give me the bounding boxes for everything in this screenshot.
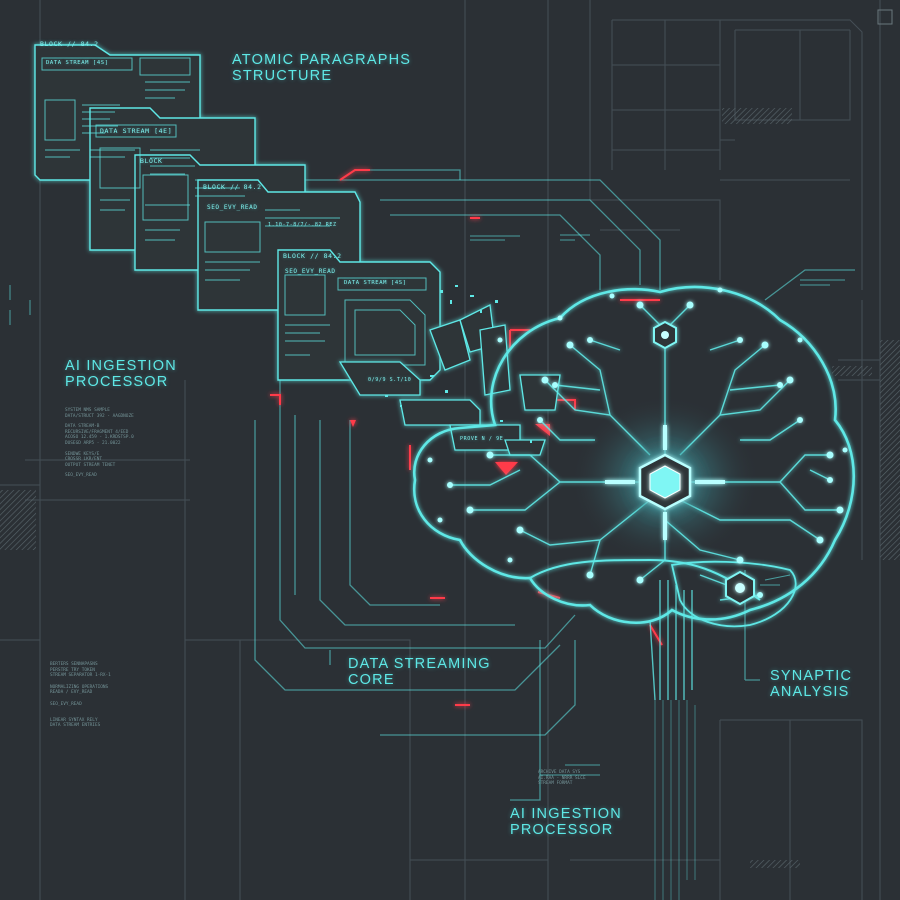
note-line: SEO_EVY_READ bbox=[65, 473, 97, 479]
note-line: PERSTRE TRY TOKEN bbox=[50, 667, 95, 673]
note-line: LINEAR SYNTAX RELY bbox=[50, 717, 98, 723]
label-ai-ingestion-bottom-line-1: AI INGESTION bbox=[510, 806, 622, 822]
label-atomic-paragraphs-line-1: ATOMIC PARAGRAPHS bbox=[232, 52, 412, 68]
card-details bbox=[41, 57, 427, 366]
note-line: DUSEGD ARP5 - 21.0022 bbox=[65, 440, 121, 446]
note-line: DATA STREAM-B bbox=[65, 424, 100, 430]
note-line: ACOSO 12.459 - 1.KRDSTSP.0 bbox=[65, 435, 134, 441]
note-line: SEO_EVY_READ bbox=[50, 701, 82, 707]
card-4-subtitle: SEO_EVY_READ bbox=[207, 204, 258, 211]
card-4-title: BLOCK // 84.2 bbox=[203, 183, 262, 191]
note-line: STREAM SEPARATOR 1-RX-1 bbox=[50, 673, 111, 679]
guide-lines bbox=[254, 169, 855, 801]
card-5-subtitle: SEO_EVY_READ bbox=[285, 268, 336, 275]
card-1-title: BLOCK // 84.2 bbox=[40, 40, 99, 48]
note-line: CROSSR LKR/ENT bbox=[65, 457, 103, 463]
label-ai-ingestion-left-line-1: AI INGESTION bbox=[65, 358, 177, 374]
card-2-title: DATA STREAM [4E] bbox=[100, 127, 173, 135]
note-line: READA / EVY_READ bbox=[50, 690, 93, 696]
note-line: DATA STREAM ENTRIES bbox=[50, 723, 101, 729]
card-3-title: BLOCK bbox=[140, 157, 163, 165]
label-synaptic-analysis: SYNAPTIC ANALYSIS bbox=[770, 668, 852, 700]
note-line: DATA/STRUCT 392 - AAGDNOZE bbox=[65, 413, 134, 419]
label-ai-ingestion-left-line-2: PROCESSOR bbox=[65, 374, 169, 390]
hex-core-icon bbox=[605, 425, 725, 540]
label-ai-ingestion-left: AI INGESTION PROCESSOR bbox=[65, 358, 177, 390]
note-line: RECURSIVE/FRAGMENT 4/EED bbox=[65, 429, 129, 435]
label-synaptic-line-2: ANALYSIS bbox=[770, 684, 850, 700]
note-line: ARCHIVE DATA SYS bbox=[538, 770, 581, 775]
card-5-title: BLOCK // 84.2 bbox=[283, 252, 342, 260]
bottom-notes-block: ARCHIVE DATA SYS AI.RAA - NRRR SLCE STRE… bbox=[538, 770, 586, 787]
label-synaptic-line-1: SYNAPTIC bbox=[770, 668, 853, 684]
note-line: SYSTEM NMS SAMPLE bbox=[65, 408, 110, 413]
fragment-specks bbox=[385, 285, 532, 443]
fragments bbox=[338, 304, 561, 456]
note-line: NORMALIZING OPERATIONS bbox=[50, 684, 109, 690]
label-data-streaming-line-1: DATA STREAMING bbox=[348, 656, 491, 672]
label-atomic-paragraphs: ATOMIC PARAGRAPHS STRUCTURE bbox=[232, 52, 411, 84]
note-line: BERTERS SENNAPASNS bbox=[50, 662, 98, 667]
paragraph-cards bbox=[34, 44, 441, 381]
fragment-code: 0/9/9 S.T/10 bbox=[368, 377, 412, 383]
note-line: OUTPUT STREAM TENET bbox=[65, 462, 116, 468]
label-data-streaming: DATA STREAMING CORE bbox=[348, 656, 491, 688]
tick-decor bbox=[9, 234, 845, 776]
note-line: AI.RAA - NRRR SLCE bbox=[538, 775, 586, 781]
note-line: STREAM FORMAT bbox=[538, 781, 573, 787]
card-4-code-line: 1.10-7-8/7/-.82 REZ bbox=[268, 222, 337, 228]
card-5-stream-label: DATA STREAM [4S] bbox=[344, 280, 407, 286]
fragment-label: PROVE N / 9E bbox=[460, 436, 504, 442]
note-line: SENDWE KEYS/E bbox=[65, 451, 100, 457]
note-spacer bbox=[50, 708, 111, 718]
label-data-streaming-line-2: CORE bbox=[348, 672, 395, 688]
label-ai-ingestion-bottom-line-2: PROCESSOR bbox=[510, 822, 614, 838]
left-notes-block: SYSTEM NMS SAMPLE DATA/STRUCT 392 - AAGD… bbox=[65, 408, 134, 479]
label-ai-ingestion-bottom: AI INGESTION PROCESSOR bbox=[510, 806, 622, 838]
label-atomic-paragraphs-line-2: STRUCTURE bbox=[232, 68, 333, 84]
card-1-subtitle: DATA STREAM [4S] bbox=[46, 60, 109, 66]
left-notes-block-2: BERTERS SENNAPASNS PERSTRE TRY TOKEN STR… bbox=[50, 662, 111, 729]
hatched-blocks bbox=[0, 9, 900, 868]
